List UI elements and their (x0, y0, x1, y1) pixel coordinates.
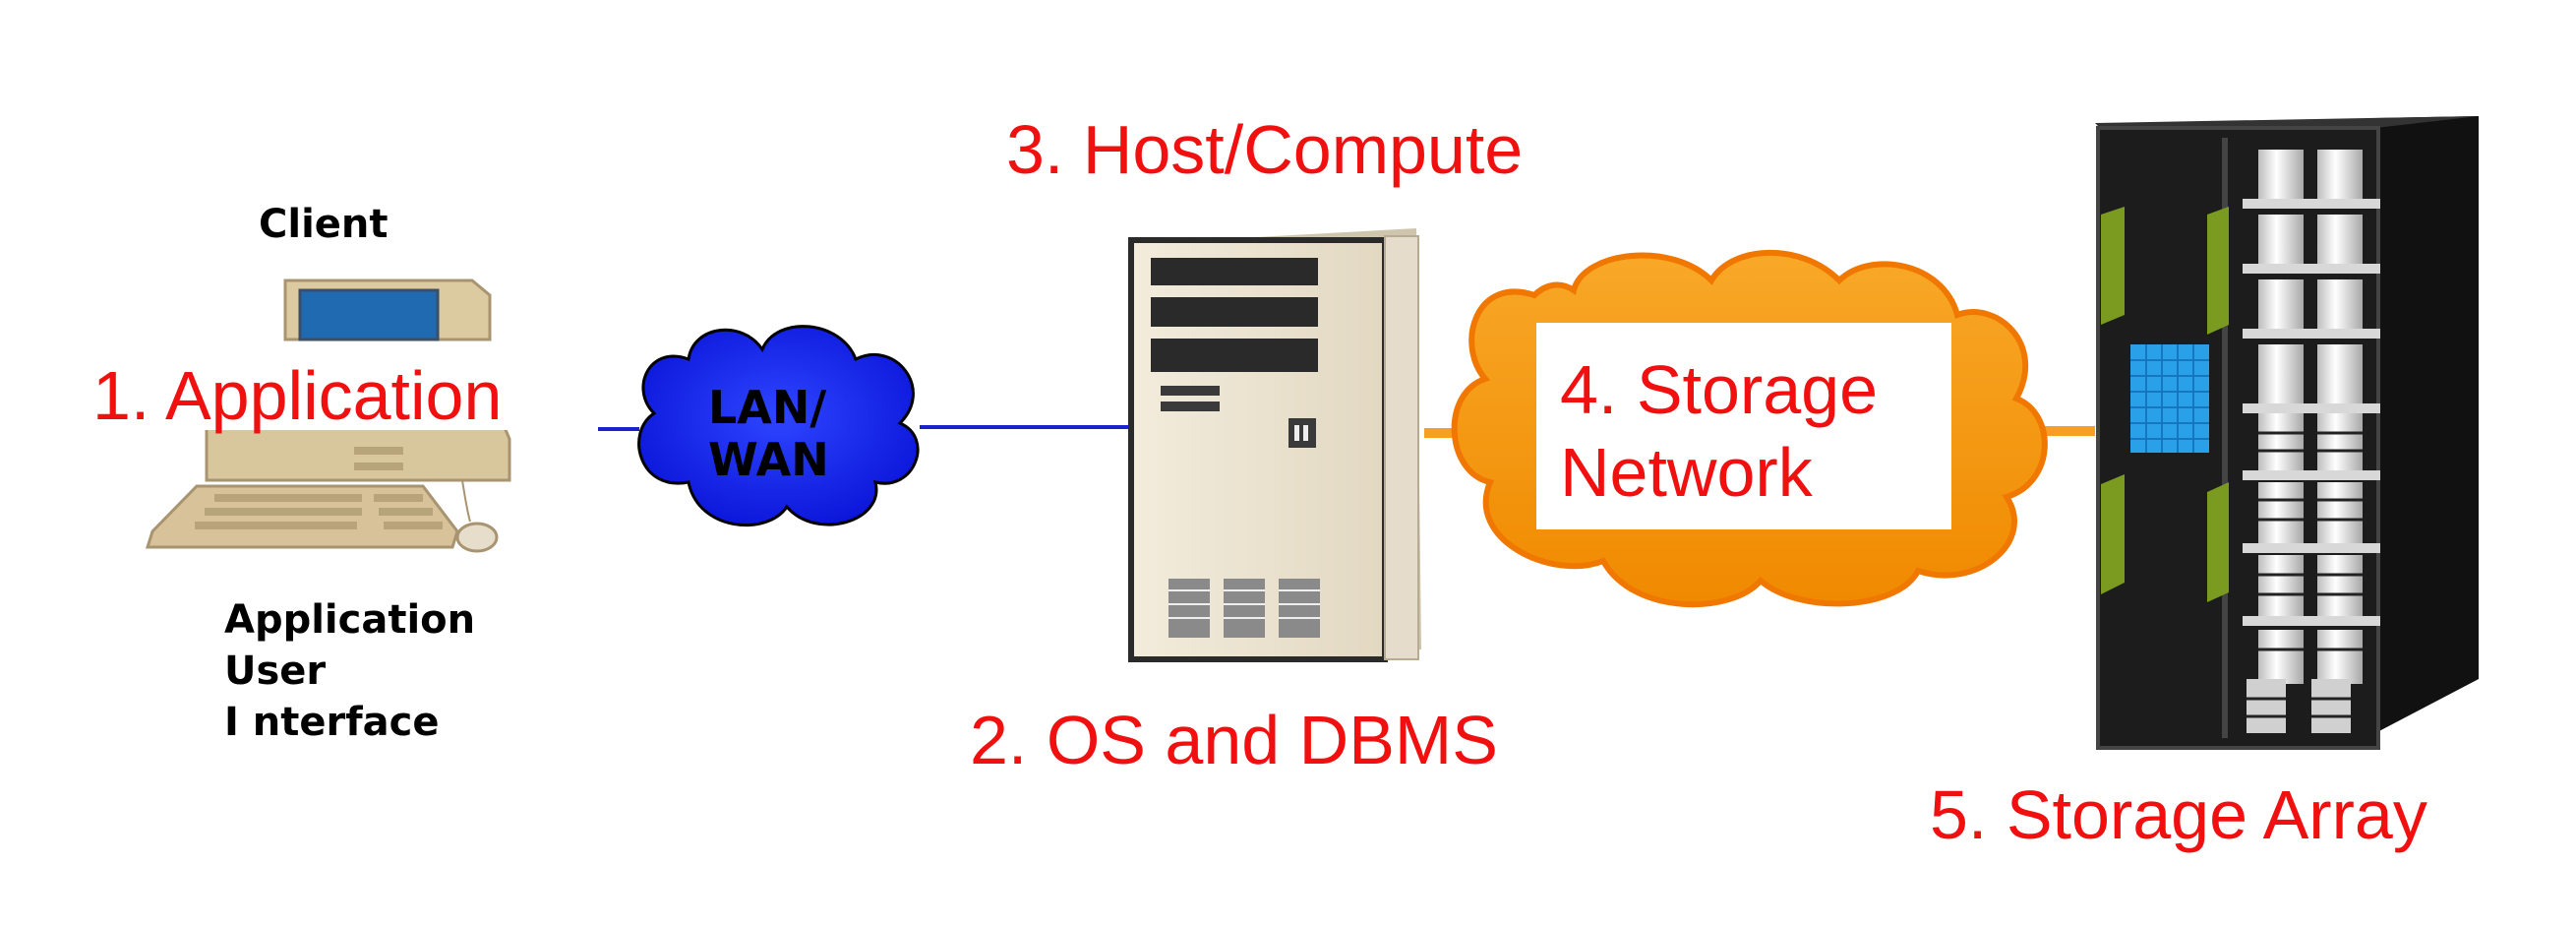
storage-network-line-1: 4. Storage (1560, 351, 1878, 428)
client-label: Client (259, 202, 389, 247)
disk-stack (2243, 150, 2380, 733)
server-tower-icon (1128, 228, 1421, 662)
host-compute-label: 3. Host/Compute (1006, 111, 1524, 188)
application-label: 1. Application (87, 361, 509, 430)
lan-wan-label: LAN/ WAN (708, 382, 829, 486)
storage-network-label-box (1536, 323, 1951, 529)
storage-array-label: 5. Storage Array (1930, 776, 2427, 853)
desktop-computer-icon (145, 278, 511, 553)
storage-array-icon (2095, 116, 2479, 750)
ui-line-1: Application (224, 597, 476, 643)
ui-line-2: User (224, 649, 327, 694)
application-user-interface-label: Application User I nterface (224, 594, 475, 748)
storage-network-label: 4. Storage Network (1560, 348, 1878, 514)
lan-line-2: WAN (708, 432, 829, 486)
lan-wan-cloud (637, 325, 920, 527)
os-dbms-label: 2. OS and DBMS (970, 702, 1498, 778)
ui-line-3: I nterface (224, 700, 440, 745)
lan-line-1: LAN/ (708, 381, 827, 434)
storage-network-line-2: Network (1560, 434, 1813, 511)
